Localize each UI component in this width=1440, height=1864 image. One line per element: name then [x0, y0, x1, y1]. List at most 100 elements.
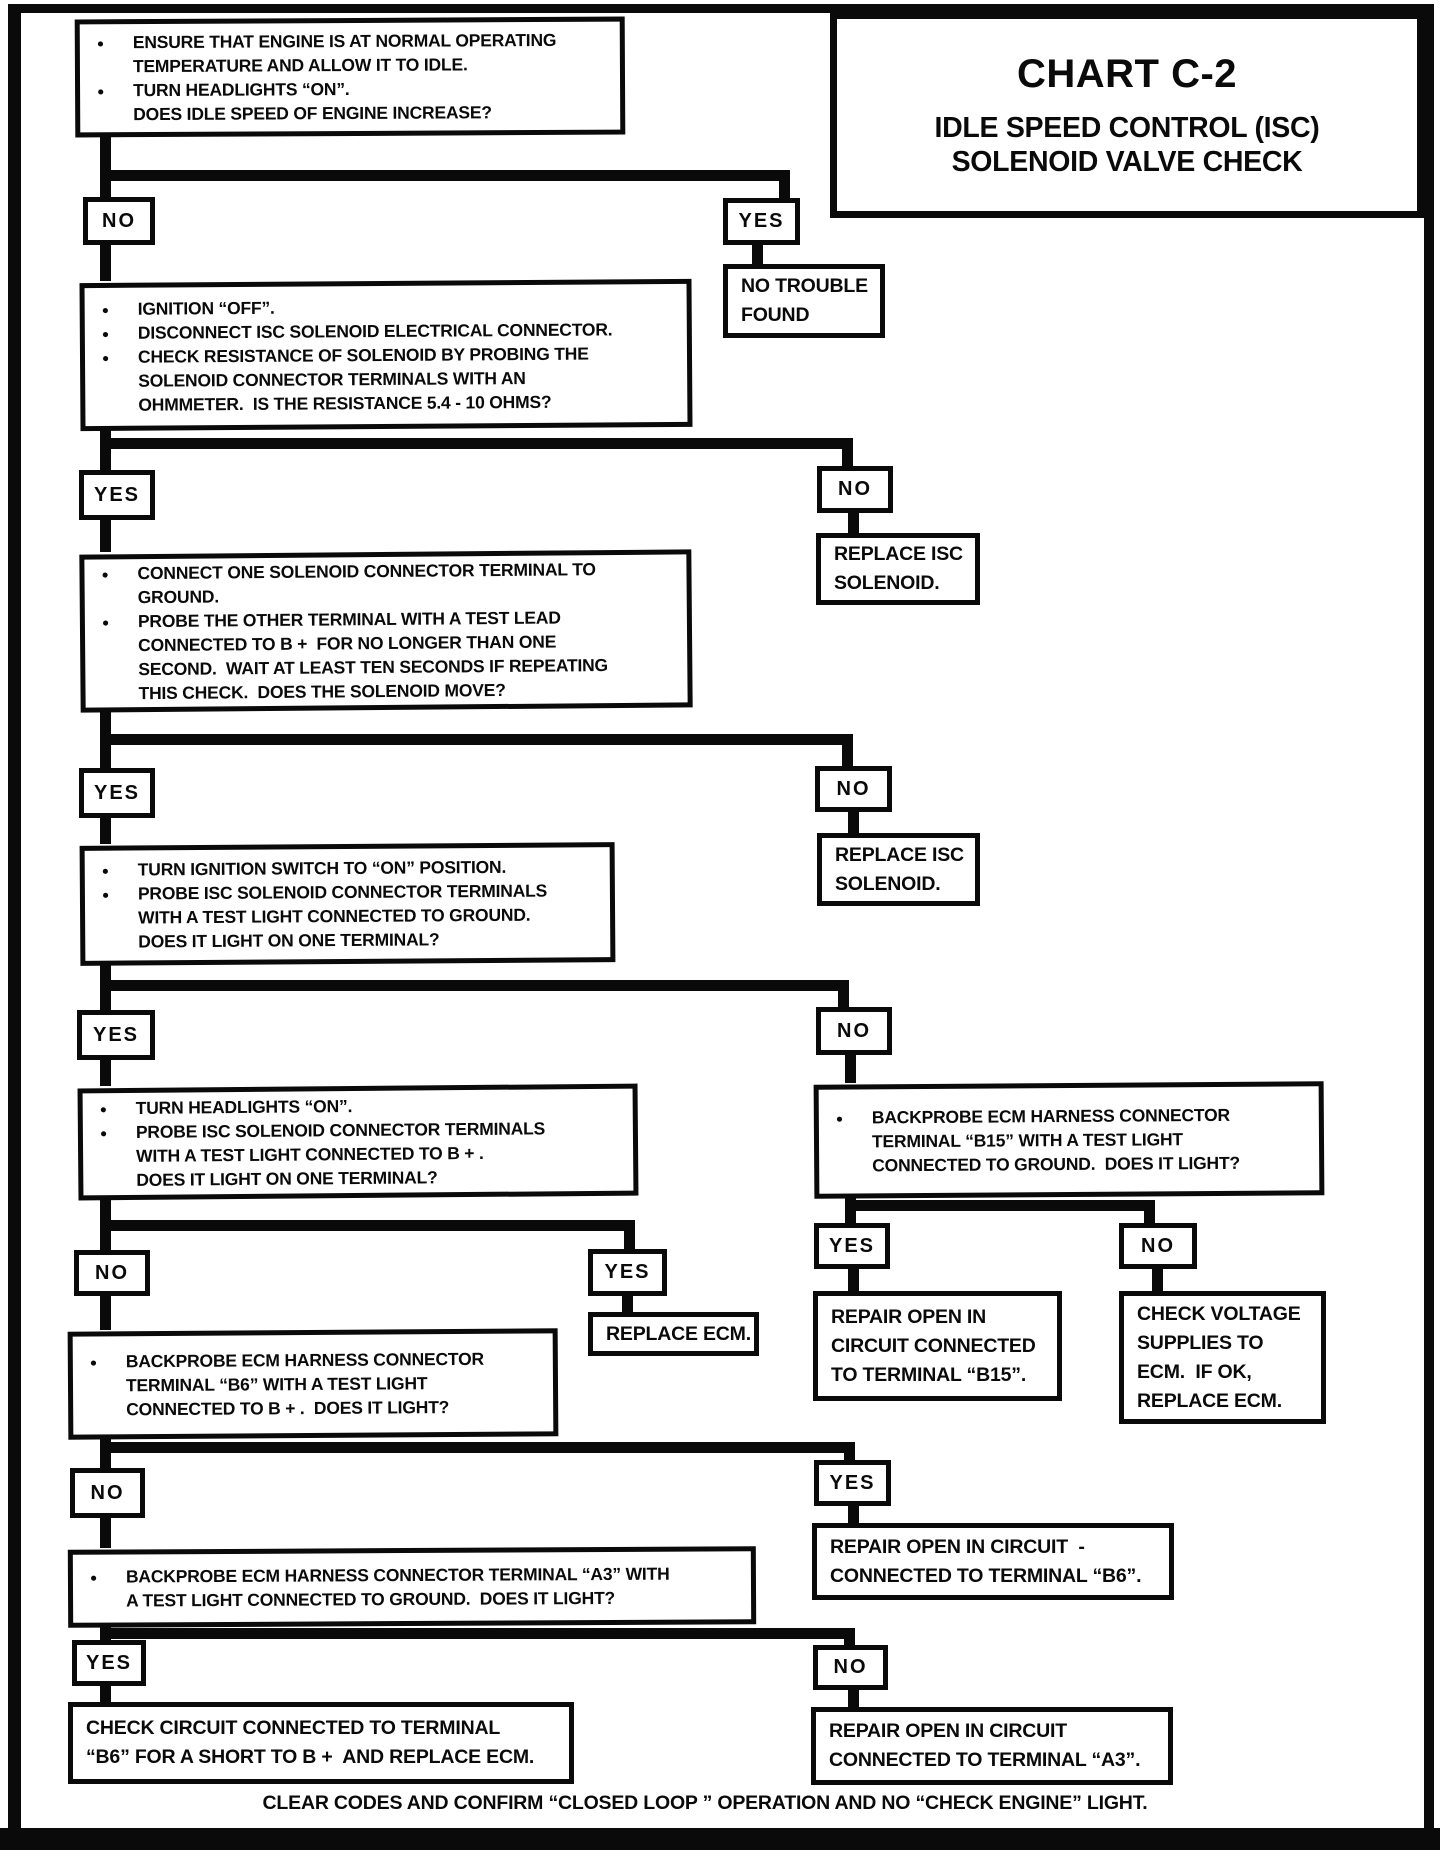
- action-line: REPLACE ECM.: [606, 1322, 751, 1345]
- chart-subtitle-line2: SOLENOID VALVE CHECK: [951, 145, 1303, 178]
- node-repair_b6: REPAIR OPEN IN CIRCUIT - CONNECTED TO TER…: [812, 1523, 1174, 1600]
- node-replace_isc_2: REPLACE ISC SOLENOID.: [817, 833, 980, 906]
- footer-note: CLEAR CODES AND CONFIRM “CLOSED LOOP ” O…: [262, 1792, 1148, 1814]
- connector-line: [848, 1690, 859, 1707]
- connector-line: [105, 170, 790, 181]
- action-line: REPAIR OPEN IN CIRCUIT: [829, 1720, 1067, 1742]
- line-text: PROBE THE OTHER TERMINAL WITH A TEST LEA…: [137, 607, 561, 632]
- action-line: TO TERMINAL “B15”.: [831, 1363, 1027, 1386]
- connector-line: [105, 1628, 855, 1639]
- connector-line: [845, 1211, 856, 1223]
- line-text: TURN HEADLIGHTS “ON”.: [135, 1096, 353, 1118]
- bullet-icon: ●: [89, 1570, 98, 1585]
- action-line: CONNECTED TO TERMINAL “B6”.: [830, 1564, 1142, 1587]
- line-text: DOES IT LIGHT ON ONE TERMINAL?: [138, 929, 440, 952]
- line-text: IGNITION “OFF”.: [137, 297, 275, 319]
- line-text: PROBE ISC SOLENOID CONNECTOR TERMINALS: [137, 880, 548, 904]
- connector-line: [848, 513, 859, 533]
- question-line: OHMMETER. IS THE RESISTANCE 5.4 - 10 OHM…: [85, 389, 679, 417]
- line-text: TERMINAL “B15” WITH A TEST LIGHT: [871, 1129, 1183, 1152]
- node-q3: ●CONNECT ONE SOLENOID CONNECTOR TERMINAL…: [79, 549, 693, 713]
- chart-title-box: CHART C-2 IDLE SPEED CONTROL (ISC) SOLEN…: [830, 12, 1424, 218]
- connector-line: [100, 520, 111, 552]
- action-line: REPAIR OPEN IN CIRCUIT -: [830, 1535, 1085, 1558]
- action-line: CHECK CIRCUIT CONNECTED TO TERMINAL: [86, 1717, 501, 1739]
- page-border-right: [1424, 4, 1434, 1850]
- connector-line: [622, 1296, 633, 1312]
- node-no1: NO: [83, 197, 155, 245]
- line-text: WITH A TEST LIGHT CONNECTED TO B + .: [136, 1142, 484, 1166]
- bullet-icon: ●: [96, 36, 104, 51]
- question-line: WITH A TEST LIGHT CONNECTED TO GROUND.: [85, 902, 602, 930]
- node-q8: ●BACKPROBE ECM HARNESS CONNECTOR TERMINA…: [67, 1546, 757, 1628]
- question-line: ●ENSURE THAT ENGINE IS AT NORMAL OPERATI…: [80, 28, 612, 55]
- action-line: NO TROUBLE: [741, 275, 868, 297]
- node-yes7: YES: [814, 1460, 891, 1506]
- branch-label-text: NO: [95, 1261, 129, 1284]
- node-no4: NO: [816, 1007, 892, 1055]
- connector-line: [624, 1220, 635, 1249]
- node-repair_a3: REPAIR OPEN IN CIRCUIT CONNECTED TO TERMI…: [811, 1707, 1173, 1785]
- line-text: CONNECTED TO B + FOR NO LONGER THAN ONE: [138, 631, 557, 656]
- question-line: ● BACKPROBE ECM HARNESS CONNECTOR: [73, 1346, 545, 1373]
- branch-label-text: NO: [102, 209, 136, 232]
- chart-subtitle-line1: IDLE SPEED CONTROL (ISC): [934, 111, 1320, 144]
- question-line: ●BACKPROBE ECM HARNESS CONNECTOR TERMINA…: [73, 1561, 743, 1589]
- question-line: TERMINAL “B15” WITH A TEST LIGHT: [819, 1126, 1311, 1153]
- node-q2: ●IGNITION “OFF”.●DISCONNECT ISC SOLENOID…: [79, 278, 693, 432]
- node-yes8: YES: [72, 1640, 146, 1686]
- connector-line: [845, 1200, 1155, 1211]
- connector-line: [844, 1628, 855, 1645]
- action-line: SOLENOID.: [835, 872, 941, 895]
- branch-label-text: NO: [833, 1656, 868, 1678]
- bullet-icon: ●: [101, 302, 109, 317]
- connector-line: [842, 438, 853, 466]
- line-text: CHECK RESISTANCE OF SOLENOID BY PROBING …: [137, 343, 589, 367]
- action-line: REPLACE ECM.: [1137, 1389, 1282, 1412]
- page-border-left: [8, 4, 21, 1850]
- question-line: ●BACKPROBE ECM HARNESS CONNECTOR: [819, 1102, 1311, 1129]
- question-line: THIS CHECK. DOES THE SOLENOID MOVE?: [85, 676, 679, 705]
- branch-label-text: NO: [1141, 1234, 1175, 1257]
- line-text: DISCONNECT ISC SOLENOID ELECTRICAL CONNE…: [137, 319, 613, 343]
- connector-line: [105, 1220, 635, 1231]
- action-line: SOLENOID.: [834, 572, 940, 594]
- branch-label-text: NO: [836, 777, 871, 800]
- branch-label-text: YES: [93, 483, 141, 506]
- bullet-icon: ●: [101, 615, 110, 630]
- line-text: PROBE ISC SOLENOID CONNECTOR TERMINALS: [135, 1118, 546, 1142]
- page-border-bottom: [0, 1828, 1440, 1850]
- line-text: TURN HEADLIGHTS “ON”.: [133, 79, 350, 101]
- connector-line: [838, 980, 849, 1007]
- connector-line: [752, 245, 763, 264]
- node-yes5: YES: [588, 1249, 667, 1296]
- line-text: A TEST LIGHT CONNECTED TO GROUND. DOES I…: [126, 1587, 616, 1611]
- action-line: CIRCUIT CONNECTED: [831, 1334, 1036, 1357]
- line-text: BACKPROBE ECM HARNESS CONNECTOR: [125, 1348, 484, 1372]
- branch-label-text: YES: [828, 1234, 876, 1257]
- node-replace_ecm: REPLACE ECM.: [588, 1312, 759, 1356]
- line-text: CONNECTED TO GROUND. DOES IT LIGHT?: [872, 1152, 1240, 1176]
- node-no2: NO: [817, 466, 893, 513]
- connector-line: [100, 1686, 111, 1702]
- question-line: ●TURN HEADLIGHTS “ON”.: [80, 76, 612, 103]
- action-line: “B6” FOR A SHORT TO B + AND REPLACE ECM.: [86, 1746, 535, 1768]
- chart-id: CHART C-2: [1016, 51, 1238, 96]
- question-line: ●PROBE ISC SOLENOID CONNECTOR TERMINALS: [85, 878, 602, 906]
- action-line: REPLACE ISC: [835, 843, 964, 866]
- question-line: DOES IDLE SPEED OF ENGINE INCREASE?: [80, 100, 612, 127]
- branch-label-text: NO: [838, 478, 872, 500]
- page-border-top: [8, 4, 1434, 13]
- branch-label-text: YES: [604, 1261, 651, 1283]
- branch-label-text: YES: [85, 1651, 133, 1674]
- action-line: CONNECTED TO TERMINAL “A3”.: [829, 1749, 1141, 1771]
- bullet-icon: ●: [89, 1355, 97, 1370]
- connector-line: [845, 1055, 856, 1083]
- question-line: DOES IT LIGHT ON ONE TERMINAL?: [85, 926, 602, 954]
- node-no7: NO: [70, 1468, 145, 1518]
